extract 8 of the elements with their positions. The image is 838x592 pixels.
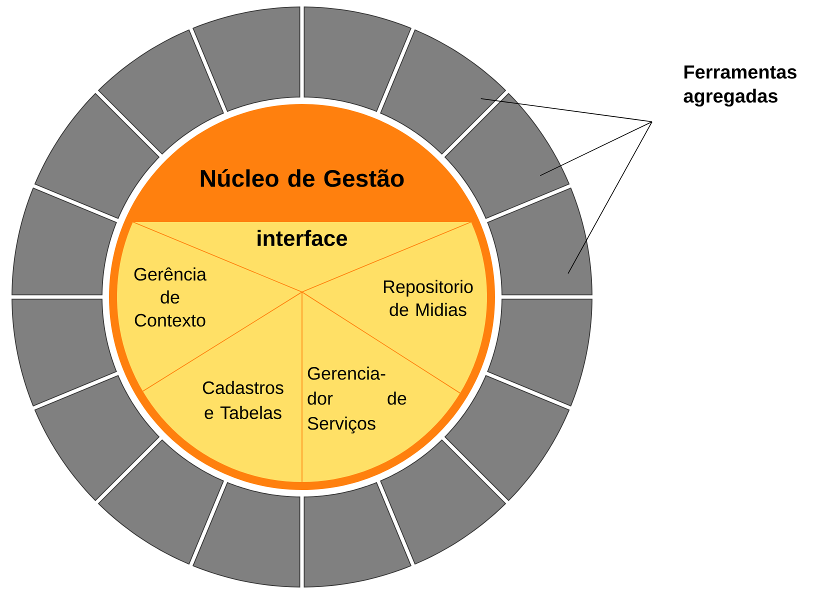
ring-segment bbox=[192, 482, 300, 588]
leader-line bbox=[568, 121, 652, 274]
callout-text: Ferramentas agregadas bbox=[684, 65, 796, 107]
ring-segment bbox=[487, 298, 592, 407]
ring-segment bbox=[304, 6, 412, 112]
leader-line bbox=[540, 121, 652, 176]
leader-line bbox=[480, 98, 652, 122]
ring-segment bbox=[12, 187, 117, 296]
